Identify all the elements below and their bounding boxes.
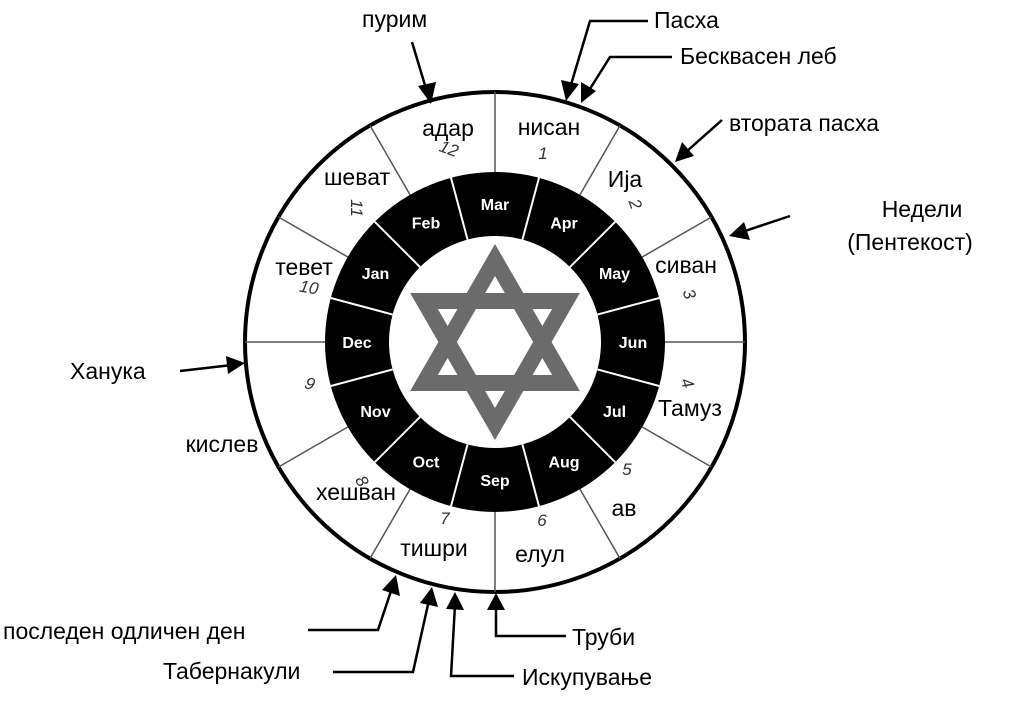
gregorian-month-label: Dec [342,335,371,352]
label-tabernacles: Табернакули [163,658,300,684]
label-second-pesach: втората пасха [729,110,879,136]
gregorian-divider [521,177,540,240]
arrow-pesach [568,19,648,89]
hebrew-month-label: тишри [400,535,467,561]
gregorian-divider [450,177,469,240]
gregorian-month-label: Jan [362,266,390,283]
star-of-david-icon [410,244,580,440]
arrowhead-unleavened [581,82,596,103]
label-last-day: последен одличен ден [3,618,246,644]
holiday-arrows [179,19,791,678]
gregorian-month-label: Mar [481,197,509,214]
center-disc [389,236,601,448]
gregorian-divider [450,444,469,507]
month-divider [641,426,712,468]
gregorian-month-label: Feb [412,215,441,232]
arrow-hanukkah [179,363,233,373]
gregorian-divider [521,444,540,507]
arrowhead-pesach [561,80,579,101]
arrowhead-atonement [446,592,464,610]
month-divider [278,426,349,468]
gregorian-month-label: Aug [548,455,579,472]
month-dividers [245,92,745,592]
month-divider [278,216,349,258]
gregorian-divider [330,297,393,316]
month-divider [641,216,712,258]
hebrew-month-label: кислев [186,431,259,457]
gregorian-month-label: May [599,266,630,283]
gregorian-dividers [330,177,660,507]
gregorian-divider [569,221,616,268]
hebrew-month-label: ав [611,495,636,521]
month-number-label: 10 [298,277,320,299]
month-number-label: 5 [622,460,632,479]
label-weeks: Недели [882,196,963,222]
label-purim: пурим [362,6,427,32]
month-number-label: 11 [347,199,366,217]
label-atonement: Искупување [522,664,652,690]
gregorian-month-label: Oct [413,455,440,472]
arrow-second-pesach [685,119,723,153]
gregorian-divider [374,221,421,268]
gregorian-divider [597,368,660,387]
label-unleavened: Бесквасен леб [680,43,837,69]
arrow-atonement [449,604,514,678]
month-number-label: 7 [440,509,450,528]
arrowhead-last-day [382,575,400,596]
arrowhead-tabernacles [420,587,438,607]
hebrew-month-label: хешван [316,479,396,505]
hebrew-month-label: сиван [655,252,717,278]
month-divider [369,125,411,196]
month-number-label: 1 [538,144,547,163]
arrow-unleavened [586,55,672,93]
gregorian-divider [597,297,660,316]
star-triangle-up [410,244,580,391]
arrow-weeks [741,214,791,234]
arrowhead-weeks [729,222,750,240]
label-trumpets: Труби [572,624,635,650]
star-triangle-down [410,293,580,440]
arrow-last-day [308,587,394,632]
hebrew-month-label: елул [515,541,565,567]
hebrew-month-label: шеват [324,164,390,190]
hebrew-month-label: Тамуз [658,395,722,421]
label-pesach: Пасха [654,7,719,33]
hebrew-month-label: Ија [608,166,643,192]
arrowhead-hanukkah [226,356,245,374]
month-divider [369,488,411,559]
label-pentecost: (Пентекост) [847,229,973,255]
hebrew-month-label: адар [422,115,474,141]
arrow-purim [410,41,429,93]
gregorian-month-label: Nov [360,404,390,421]
month-number-label: 6 [537,511,547,530]
arrowhead-purim [418,82,436,104]
label-hanukkah: Ханука [70,358,146,384]
gregorian-month-label: Jun [619,335,647,352]
calendar-wheel [243,90,747,594]
gregorian-month-label: Apr [550,215,578,232]
gregorian-divider [374,416,421,463]
arrow-tabernacles [333,599,431,674]
arrowhead-second-pesach [675,142,694,162]
gregorian-divider [330,368,393,387]
gregorian-divider [569,416,616,463]
arrow-trumpets [494,606,566,638]
month-divider [579,125,621,196]
hebrew-month-label: тевет [275,254,333,280]
arrowhead-trumpets [487,593,505,610]
gregorian-month-label: Sep [480,473,510,490]
gregorian-month-label: Jul [603,404,626,421]
hebrew-month-label: нисан [518,114,581,140]
holiday-labels: пурим Пасха Бесквасен леб втората пасха … [3,6,973,690]
month-divider [579,488,621,559]
